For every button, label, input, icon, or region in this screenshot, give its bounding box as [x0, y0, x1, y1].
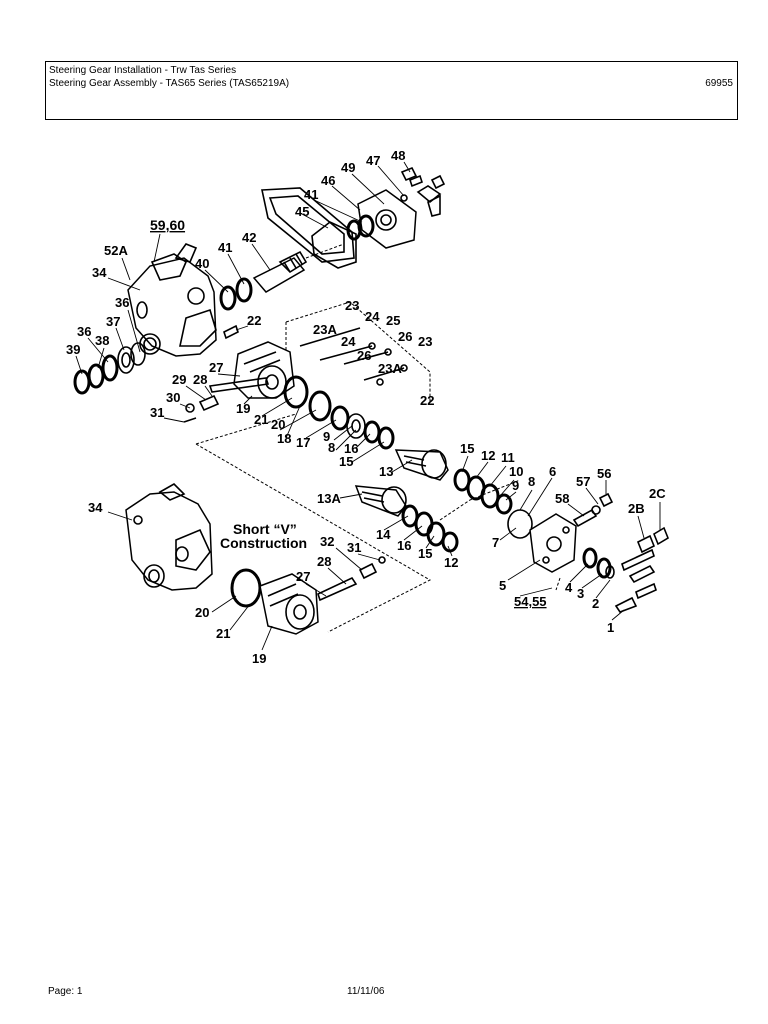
- callout-24b: 24: [341, 334, 356, 349]
- callout-38: 38: [95, 333, 109, 348]
- callout-15a: 15: [339, 454, 353, 469]
- callout-23a: 23: [345, 298, 359, 313]
- callout-46: 46: [321, 173, 335, 188]
- print-date: 11/11/06: [347, 986, 385, 997]
- callout-2c: 2C: [649, 486, 666, 501]
- leader-lines: [75, 161, 661, 651]
- callout-32: 32: [320, 534, 334, 549]
- callout-12b: 12: [444, 555, 458, 570]
- callout-23a-b: 23A: [378, 361, 402, 376]
- callout-18: 18: [277, 431, 291, 446]
- gear-housing-upper: [127, 243, 217, 357]
- callout-34b: 34: [88, 500, 103, 515]
- callout-56: 56: [597, 466, 611, 481]
- callout-49: 49: [341, 160, 355, 175]
- callout-11: 11: [501, 450, 515, 465]
- cover-plate-assembly: [261, 166, 446, 269]
- callout-9b: 9: [512, 478, 519, 493]
- callout-31b: 31: [347, 540, 361, 555]
- middle-bearing-stack: [330, 405, 395, 450]
- callout-14: 14: [376, 527, 391, 542]
- callout-4: 4: [565, 580, 573, 595]
- callout-19a: 19: [236, 401, 250, 416]
- callout-3: 3: [577, 586, 584, 601]
- callout-20a: 20: [271, 417, 285, 432]
- callout-36a: 36: [115, 295, 129, 310]
- callout-19b: 19: [252, 651, 266, 666]
- callout-30: 30: [166, 390, 180, 405]
- callout-41b: 41: [218, 240, 232, 255]
- callout-28b: 28: [317, 554, 331, 569]
- callout-23b: 23: [418, 334, 432, 349]
- callout-22b: 22: [420, 393, 434, 408]
- callout-59-60: 59,60: [150, 217, 185, 233]
- callout-28a: 28: [193, 372, 207, 387]
- callout-45: 45: [295, 204, 309, 219]
- callout-29: 29: [172, 372, 186, 387]
- callout-24a: 24: [365, 309, 380, 324]
- callout-27a: 27: [209, 360, 223, 375]
- input-shaft: [394, 449, 513, 515]
- callout-57: 57: [576, 474, 590, 489]
- valve-parts: [582, 526, 669, 613]
- callout-54-55: 54,55: [514, 594, 547, 609]
- callout-5: 5: [499, 578, 506, 593]
- callout-17: 17: [296, 435, 310, 450]
- callout-labels: 48 47 49 46 41 45 59,60 52A 42 41 40 34 …: [66, 148, 666, 666]
- callout-2: 2: [592, 596, 599, 611]
- callout-9a: 9: [323, 429, 330, 444]
- piston-assembly: [183, 341, 332, 445]
- callout-16a: 16: [344, 441, 358, 456]
- callout-16b: 16: [397, 538, 411, 553]
- callout-6: 6: [549, 464, 556, 479]
- callout-8a: 8: [328, 440, 335, 455]
- gear-housing-lower: [125, 483, 213, 591]
- callout-48: 48: [391, 148, 405, 163]
- valve-housing: [507, 492, 614, 591]
- callout-58: 58: [555, 491, 569, 506]
- callout-10: 10: [509, 464, 523, 479]
- valve-rod-group: [285, 301, 431, 402]
- header-title: Steering Gear Installation - Trw Tas Ser…: [49, 65, 237, 76]
- callout-7: 7: [492, 535, 499, 550]
- header-subtitle: Steering Gear Assembly - TAS65 Series (T…: [49, 78, 290, 89]
- callout-23a-a: 23A: [313, 322, 337, 337]
- callout-15c: 15: [418, 546, 432, 561]
- callout-37: 37: [106, 314, 120, 329]
- callout-1: 1: [607, 620, 614, 635]
- callout-2b: 2B: [628, 501, 645, 516]
- callout-13a: 13A: [317, 491, 341, 506]
- callout-20b: 20: [195, 605, 209, 620]
- callout-34a: 34: [92, 265, 107, 280]
- callout-39: 39: [66, 342, 80, 357]
- callout-42: 42: [242, 230, 256, 245]
- header-box: Steering Gear Installation - Trw Tas Ser…: [45, 61, 738, 120]
- callout-15b: 15: [460, 441, 474, 456]
- callout-25: 25: [386, 313, 400, 328]
- short-v-note-line2: Construction: [220, 535, 307, 551]
- callout-8b: 8: [528, 474, 535, 489]
- callout-27b: 27: [296, 569, 310, 584]
- callout-40: 40: [195, 256, 209, 271]
- callout-36b: 36: [77, 324, 91, 339]
- callout-26a: 26: [398, 329, 412, 344]
- callout-47: 47: [366, 153, 380, 168]
- short-v-note-line1: Short “V”: [233, 521, 297, 537]
- callout-41: 41: [304, 187, 318, 202]
- callout-31a: 31: [150, 405, 164, 420]
- page-number: Page: 1: [48, 986, 83, 997]
- callout-13: 13: [379, 464, 393, 479]
- callout-12a: 12: [481, 448, 495, 463]
- callout-26b: 26: [357, 348, 371, 363]
- input-pinion: [219, 243, 345, 311]
- callout-22a: 22: [247, 313, 261, 328]
- callout-52a: 52A: [104, 243, 128, 258]
- callout-21a: 21: [254, 412, 268, 427]
- document-number: 69955: [705, 78, 733, 89]
- left-bearing-stack: [73, 342, 146, 395]
- callout-21b: 21: [216, 626, 230, 641]
